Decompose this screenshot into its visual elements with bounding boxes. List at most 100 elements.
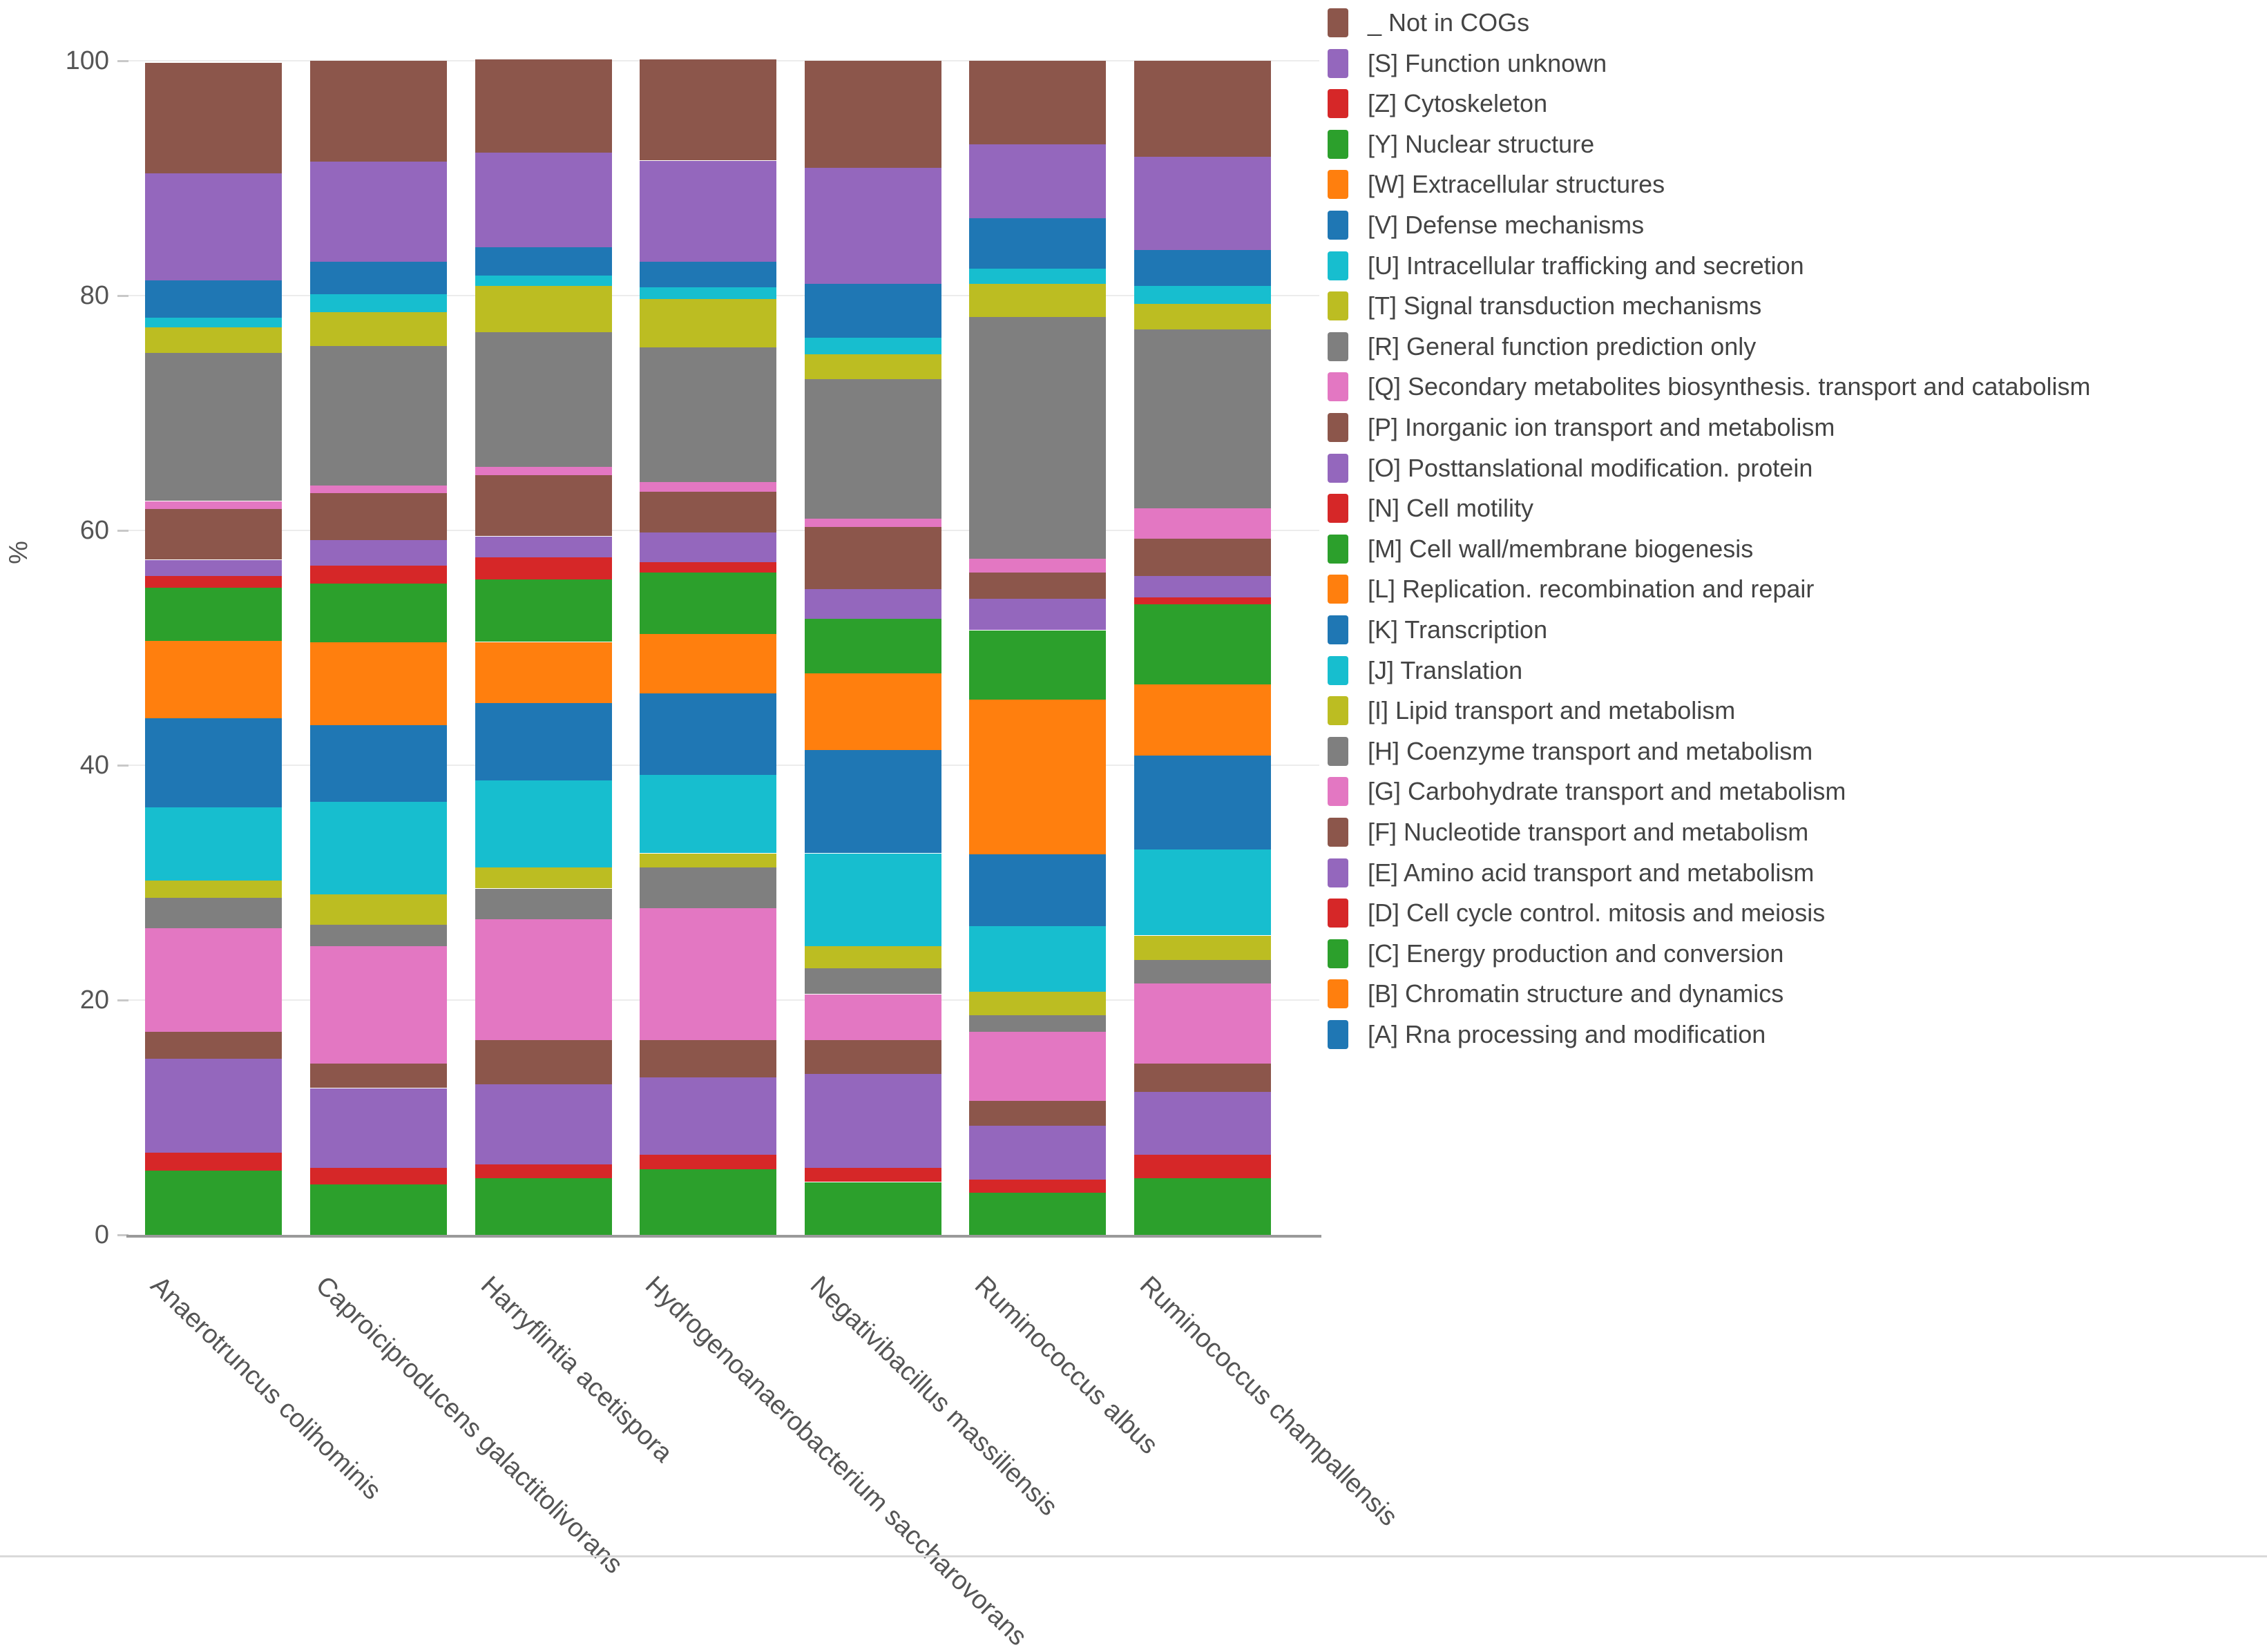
- bar-segment[interactable]: [1134, 1178, 1271, 1235]
- bar-segment[interactable]: [1134, 1155, 1271, 1179]
- legend-item[interactable]: [M] Cell wall/membrane biogenesis: [1328, 532, 1753, 566]
- bar-segment[interactable]: [309, 925, 447, 946]
- bar-segment[interactable]: [969, 61, 1107, 144]
- bar-segment[interactable]: [969, 854, 1107, 926]
- bar-segment[interactable]: [969, 316, 1107, 559]
- legend-item[interactable]: [W] Extracellular structures: [1328, 167, 1665, 202]
- legend-item[interactable]: [D] Cell cycle control. mitosis and meio…: [1328, 896, 1825, 930]
- bar-segment[interactable]: [640, 853, 777, 867]
- bar-segment[interactable]: [475, 1164, 612, 1179]
- bar-segment[interactable]: [475, 536, 612, 558]
- bar-segment[interactable]: [640, 287, 777, 300]
- bar-segment[interactable]: [1134, 1063, 1271, 1092]
- bar-segment[interactable]: [969, 1192, 1107, 1235]
- bar-segment[interactable]: [640, 1077, 777, 1155]
- bar-segment[interactable]: [145, 1170, 283, 1235]
- bar-segment[interactable]: [1134, 157, 1271, 250]
- bar-segment[interactable]: [640, 867, 777, 909]
- bar-segment[interactable]: [145, 1031, 283, 1059]
- bar-segment[interactable]: [640, 59, 777, 161]
- bar-segment[interactable]: [804, 968, 941, 995]
- bar-segment[interactable]: [475, 1178, 612, 1235]
- bar-segment[interactable]: [969, 573, 1107, 599]
- legend-item[interactable]: [C] Energy production and conversion: [1328, 937, 1783, 971]
- bar-segment[interactable]: [640, 1039, 777, 1078]
- bar-segment[interactable]: [969, 1101, 1107, 1126]
- bar-segment[interactable]: [1134, 684, 1271, 756]
- bar-segment[interactable]: [309, 346, 447, 486]
- bar-segment[interactable]: [1134, 960, 1271, 984]
- bar-segment[interactable]: [969, 925, 1107, 992]
- bar-segment[interactable]: [804, 167, 941, 284]
- bar-segment[interactable]: [475, 557, 612, 580]
- bar-segment[interactable]: [1134, 756, 1271, 850]
- bar-segment[interactable]: [1134, 329, 1271, 508]
- bar-segment[interactable]: [145, 1059, 283, 1153]
- bar-segment[interactable]: [475, 579, 612, 642]
- bar-segment[interactable]: [1134, 849, 1271, 936]
- bar-segment[interactable]: [145, 880, 283, 899]
- bar-segment[interactable]: [640, 482, 777, 492]
- bar-segment[interactable]: [145, 588, 283, 641]
- bar-segment[interactable]: [145, 576, 283, 588]
- legend-item[interactable]: [V] Defense mechanisms: [1328, 208, 1644, 242]
- bar-segment[interactable]: [145, 353, 283, 501]
- bar-segment[interactable]: [309, 642, 447, 726]
- bar-segment[interactable]: [804, 994, 941, 1040]
- bar-segment[interactable]: [145, 173, 283, 280]
- bar-segment[interactable]: [145, 327, 283, 354]
- bar-segment[interactable]: [804, 1168, 941, 1182]
- bar-segment[interactable]: [309, 945, 447, 1064]
- bar-segment[interactable]: [969, 630, 1107, 700]
- bar-segment[interactable]: [309, 1168, 447, 1184]
- bar-segment[interactable]: [309, 539, 447, 566]
- bar-segment[interactable]: [1134, 508, 1271, 539]
- legend-item[interactable]: [Z] Cytoskeleton: [1328, 86, 1547, 121]
- bar-segment[interactable]: [969, 218, 1107, 269]
- bar-segment[interactable]: [309, 1063, 447, 1088]
- bar-segment[interactable]: [145, 318, 283, 327]
- legend-item[interactable]: [U] Intracellular trafficking and secret…: [1328, 249, 1804, 283]
- bar-segment[interactable]: [640, 491, 777, 533]
- legend-item[interactable]: [I] Lipid transport and metabolism: [1328, 693, 1735, 728]
- legend-item[interactable]: [E] Amino acid transport and metabolism: [1328, 856, 1814, 890]
- bar-segment[interactable]: [145, 1153, 283, 1171]
- bar-segment[interactable]: [1134, 576, 1271, 597]
- bar-segment[interactable]: [969, 598, 1107, 631]
- bar-segment[interactable]: [640, 573, 777, 634]
- bar-segment[interactable]: [969, 144, 1107, 218]
- legend-item[interactable]: [T] Signal transduction mechanisms: [1328, 289, 1761, 323]
- bar-segment[interactable]: [969, 284, 1107, 317]
- bar-segment[interactable]: [640, 908, 777, 1040]
- legend-item[interactable]: [L] Replication. recombination and repai…: [1328, 572, 1814, 606]
- bar-segment[interactable]: [1134, 303, 1271, 330]
- bar-segment[interactable]: [1134, 597, 1271, 605]
- bar-segment[interactable]: [145, 807, 283, 881]
- legend-item[interactable]: [N] Cell motility: [1328, 491, 1533, 526]
- bar-segment[interactable]: [475, 59, 612, 153]
- bar-segment[interactable]: [145, 559, 283, 577]
- bar-segment[interactable]: [640, 160, 777, 262]
- bar-segment[interactable]: [969, 1015, 1107, 1032]
- bar-segment[interactable]: [309, 1184, 447, 1235]
- bar-segment[interactable]: [475, 247, 612, 276]
- bar-segment[interactable]: [804, 589, 941, 619]
- bar-segment[interactable]: [969, 1180, 1107, 1193]
- bar-segment[interactable]: [145, 509, 283, 560]
- bar-segment[interactable]: [475, 642, 612, 703]
- legend-item[interactable]: [Y] Nuclear structure: [1328, 127, 1594, 162]
- bar-segment[interactable]: [475, 332, 612, 468]
- bar-segment[interactable]: [969, 268, 1107, 284]
- legend-item[interactable]: [J] Translation: [1328, 653, 1522, 688]
- bar-segment[interactable]: [804, 338, 941, 354]
- bar-segment[interactable]: [309, 566, 447, 584]
- bar-segment[interactable]: [804, 673, 941, 750]
- bar-segment[interactable]: [804, 1074, 941, 1169]
- bar-segment[interactable]: [640, 1169, 777, 1235]
- legend-item[interactable]: [F] Nucleotide transport and metabolism: [1328, 815, 1808, 849]
- legend-item[interactable]: [R] General function prediction only: [1328, 329, 1756, 364]
- bar-segment[interactable]: [309, 261, 447, 295]
- legend-item[interactable]: [H] Coenzyme transport and metabolism: [1328, 734, 1812, 769]
- bar-segment[interactable]: [640, 1155, 777, 1169]
- legend-item[interactable]: [G] Carbohydrate transport and metabolis…: [1328, 774, 1846, 809]
